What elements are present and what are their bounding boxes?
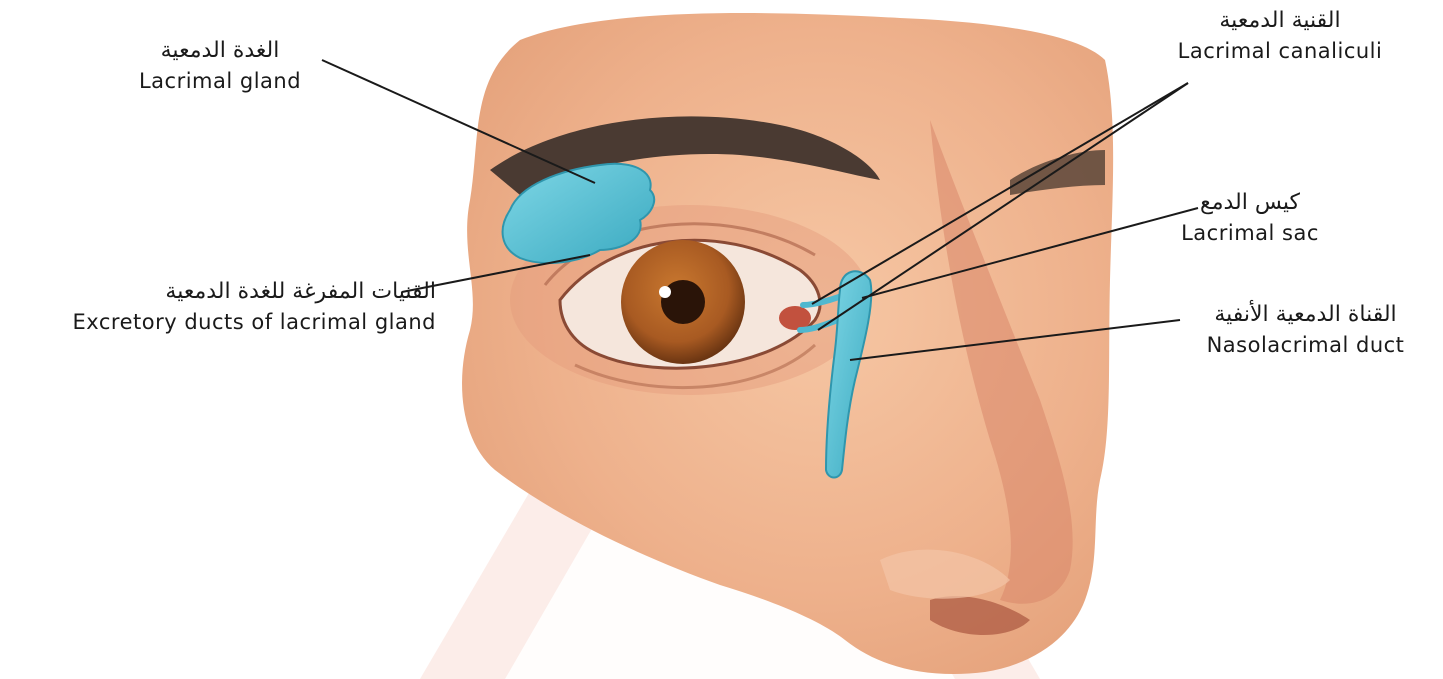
label-nasolacrimal-duct-ar: القناة الدمعية الأنفية [1178, 300, 1433, 330]
label-nasolacrimal-duct: القناة الدمعية الأنفية Nasolacrimal duct [1178, 300, 1433, 360]
label-excretory-ducts: القنيات المفرغة للغدة الدمعية Excretory … [2, 277, 436, 337]
label-lacrimal-gland-en: Lacrimal gland [110, 66, 330, 96]
label-lacrimal-sac-en: Lacrimal sac [1170, 218, 1330, 248]
label-excretory-ducts-en: Excretory ducts of lacrimal gland [2, 307, 436, 337]
label-excretory-ducts-ar: القنيات المفرغة للغدة الدمعية [2, 277, 436, 307]
label-lacrimal-canaliculi-en: Lacrimal canaliculi [1130, 36, 1430, 66]
label-lacrimal-gland-ar: الغدة الدمعية [110, 36, 330, 66]
label-lacrimal-gland: الغدة الدمعية Lacrimal gland [110, 36, 330, 96]
iris-highlight [659, 286, 671, 298]
label-lacrimal-sac: كيس الدمع Lacrimal sac [1170, 188, 1330, 248]
label-lacrimal-canaliculi: القنية الدمعية Lacrimal canaliculi [1130, 6, 1430, 66]
label-lacrimal-sac-ar: كيس الدمع [1170, 188, 1330, 218]
label-lacrimal-canaliculi-ar: القنية الدمعية [1130, 6, 1430, 36]
label-nasolacrimal-duct-en: Nasolacrimal duct [1178, 330, 1433, 360]
caruncle [779, 306, 811, 330]
